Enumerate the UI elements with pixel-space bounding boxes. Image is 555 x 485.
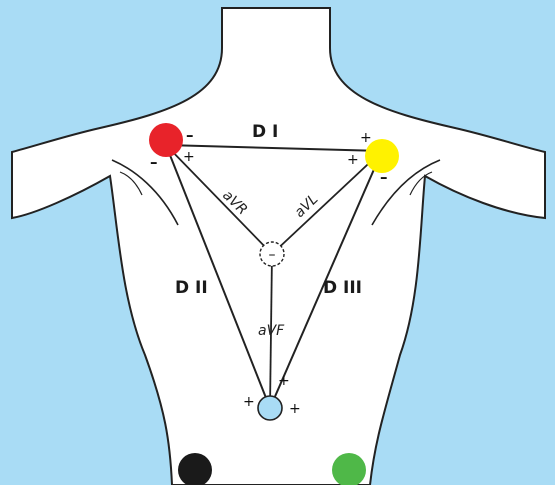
sign-ll-avf-plus: + [278, 373, 290, 389]
sign-ra-avr-plus: + [183, 149, 195, 165]
electrode-right-arm [149, 123, 183, 157]
sign-la-d3-minus: – [380, 168, 388, 186]
sign-ll-d3-plus: + [289, 401, 301, 417]
label-d3: D III [323, 278, 362, 298]
central-terminal-sign: – [269, 247, 276, 263]
label-d2: D II [175, 278, 208, 298]
sign-la-avl-plus: + [347, 152, 359, 168]
sign-ra-d1-minus: – [186, 126, 194, 144]
label-d1: D I [252, 122, 278, 142]
sign-ra-d2-minus: – [150, 153, 158, 171]
electrode-left-leg-terminal [258, 396, 282, 420]
label-avf: aVF [258, 323, 285, 339]
sign-ll-d2-plus: + [243, 394, 255, 410]
sign-la-d1-plus: + [360, 130, 372, 146]
